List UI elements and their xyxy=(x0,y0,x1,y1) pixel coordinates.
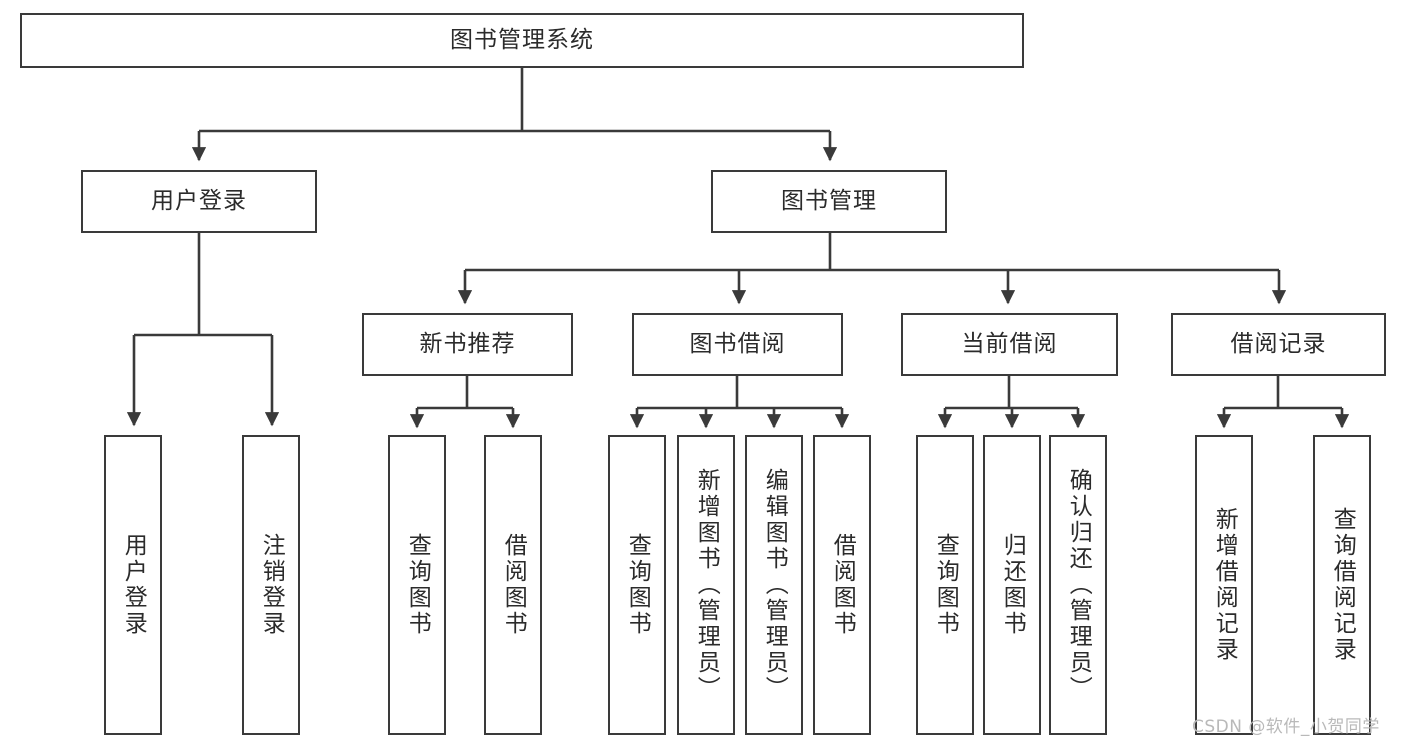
leaf-user-login[interactable]: 用户登录 xyxy=(104,435,162,735)
node-borrow-record[interactable]: 借阅记录 xyxy=(1171,313,1386,376)
leaf-return-book[interactable]: 归还图书 xyxy=(983,435,1041,735)
node-current-borrow[interactable]: 当前借阅 xyxy=(901,313,1118,376)
node-new-book-recommend[interactable]: 新书推荐 xyxy=(362,313,573,376)
leaf-edit-book-admin[interactable]: 编辑图书（管理员） xyxy=(745,435,803,735)
leaf-query-book-newbook[interactable]: 查询图书 xyxy=(388,435,446,735)
node-book-management[interactable]: 图书管理 xyxy=(711,170,947,233)
leaf-confirm-return-admin[interactable]: 确认归还（管理员） xyxy=(1049,435,1107,735)
leaf-borrow-book-newbook[interactable]: 借阅图书 xyxy=(484,435,542,735)
leaf-query-book-borrow[interactable]: 查询图书 xyxy=(608,435,666,735)
leaf-logout-login[interactable]: 注销登录 xyxy=(242,435,300,735)
csdn-watermark: CSDN @软件_小贺同学 xyxy=(1192,717,1380,737)
node-user-login[interactable]: 用户登录 xyxy=(81,170,317,233)
leaf-borrow-book[interactable]: 借阅图书 xyxy=(813,435,871,735)
node-book-borrow[interactable]: 图书借阅 xyxy=(632,313,843,376)
node-root[interactable]: 图书管理系统 xyxy=(20,13,1024,68)
leaf-add-book-admin[interactable]: 新增图书（管理员） xyxy=(677,435,735,735)
leaf-query-borrow-record[interactable]: 查询借阅记录 xyxy=(1313,435,1371,735)
leaf-add-borrow-record[interactable]: 新增借阅记录 xyxy=(1195,435,1253,735)
leaf-query-book-current[interactable]: 查询图书 xyxy=(916,435,974,735)
